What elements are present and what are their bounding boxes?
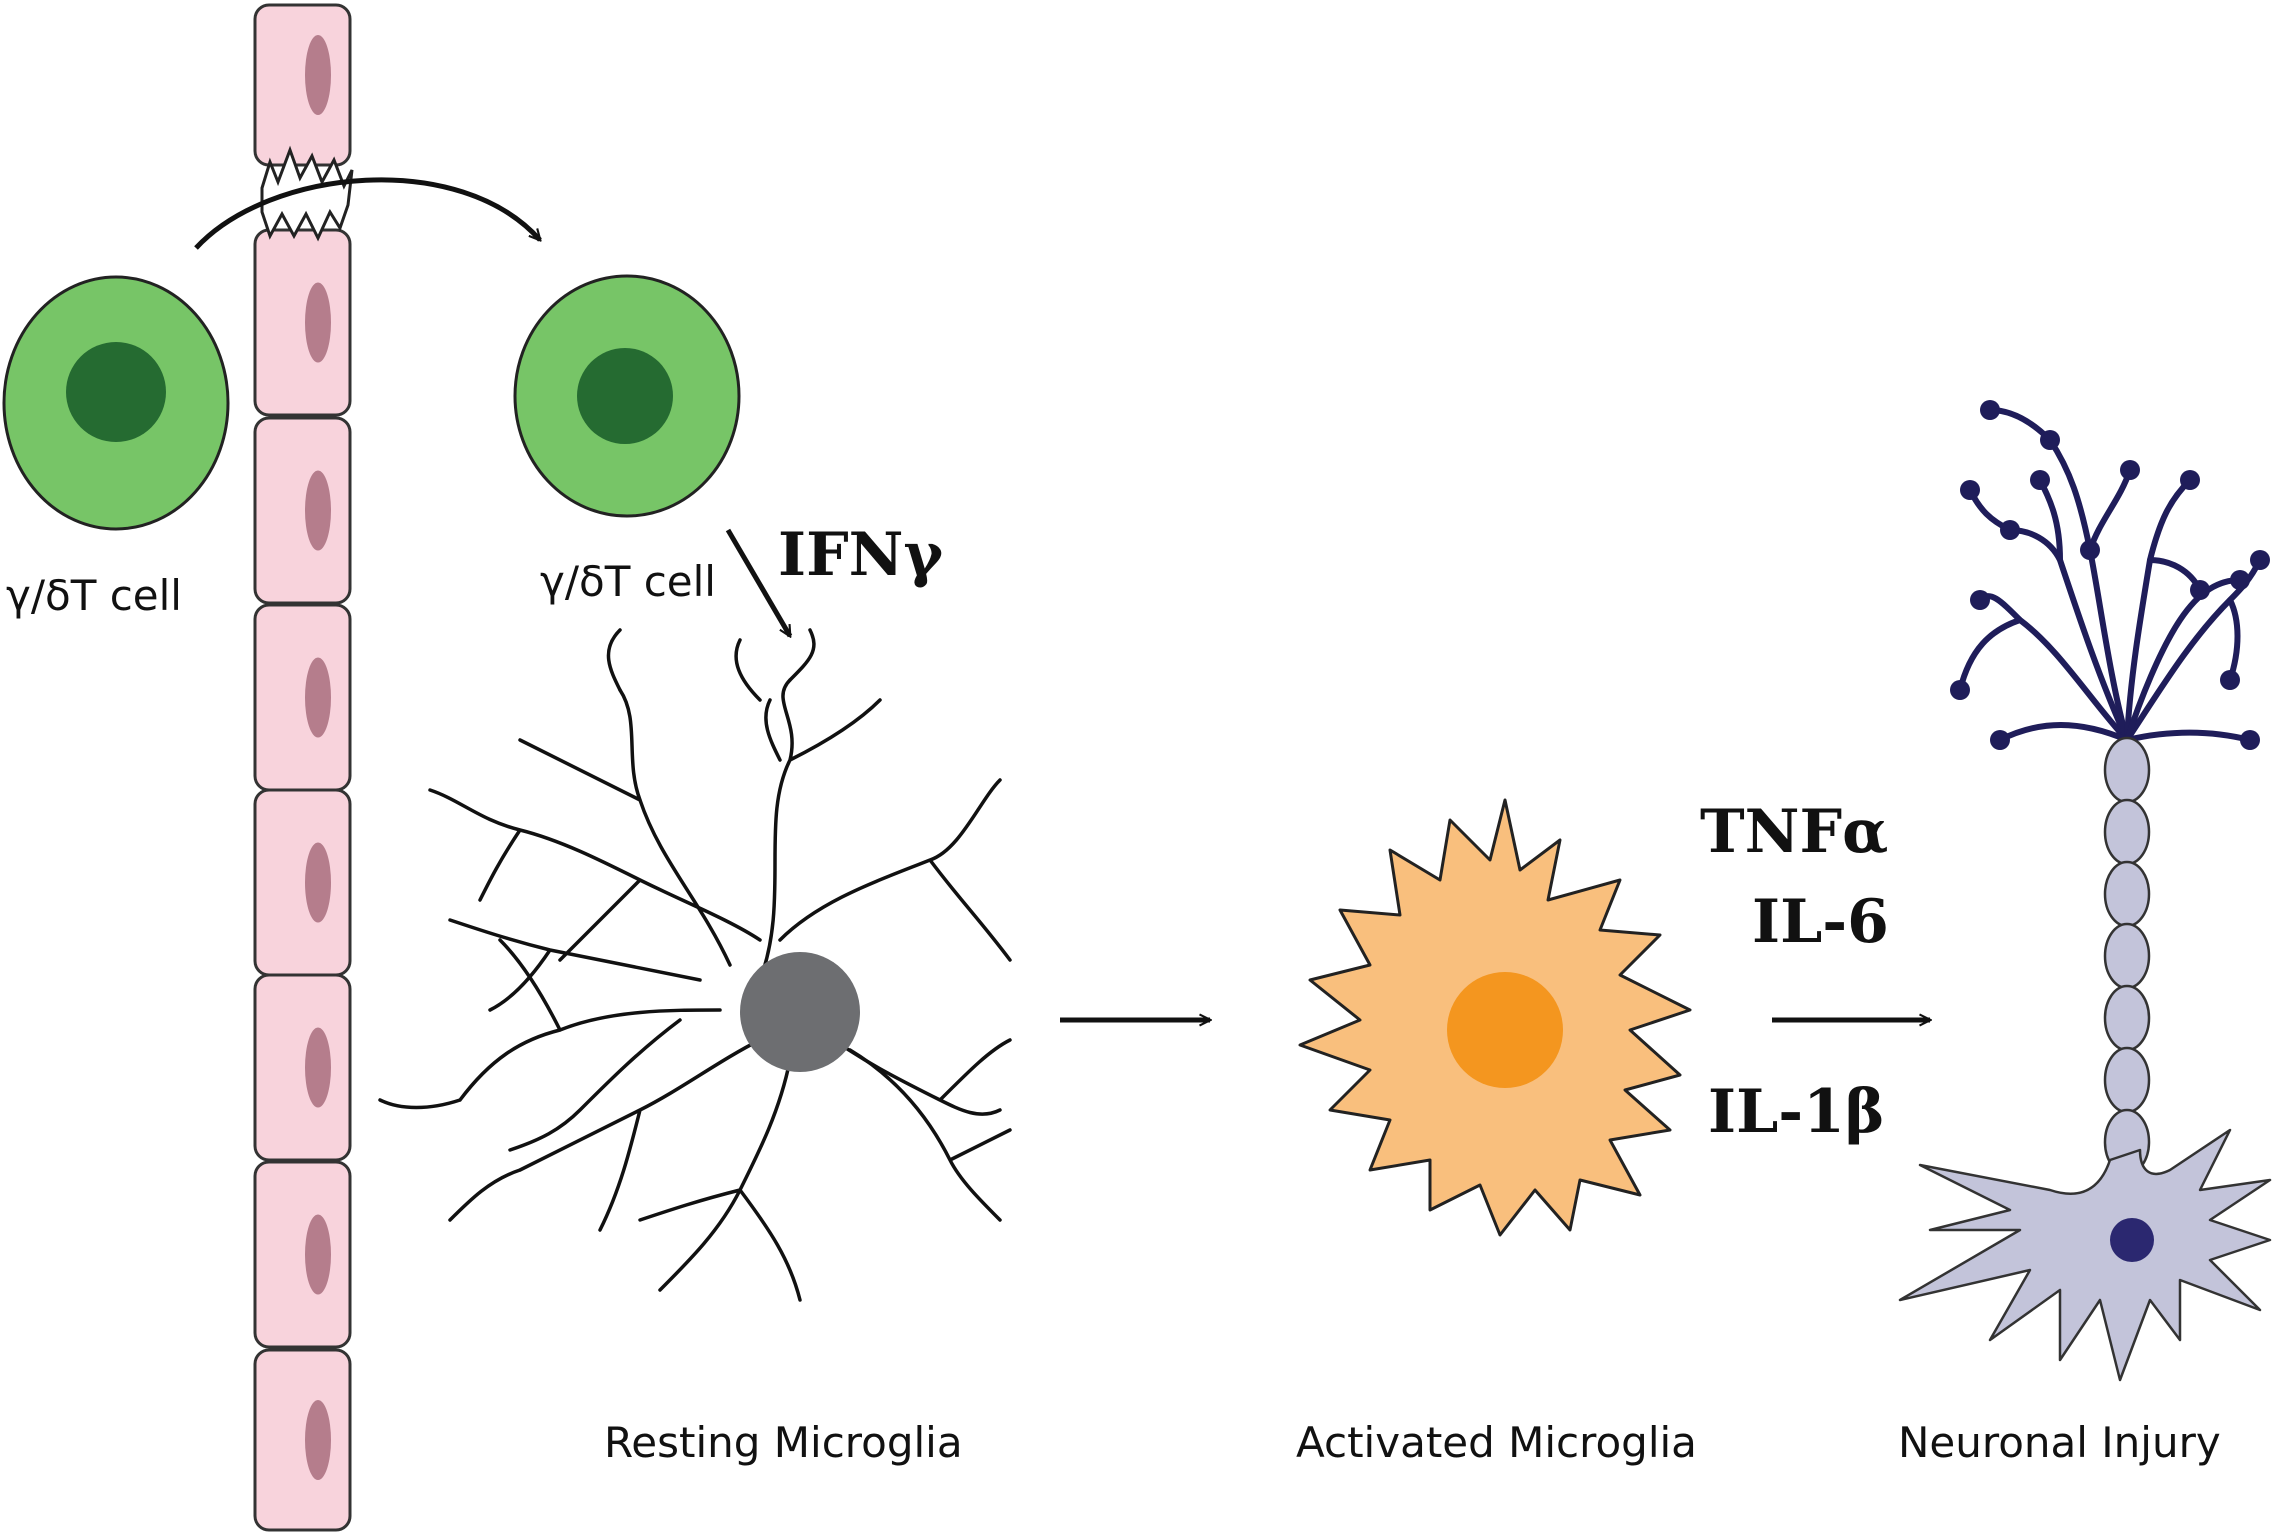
dendrite-terminal [2120,460,2140,480]
neuron-nucleus [2110,1218,2154,1262]
resting-microglia [378,628,1012,1302]
dendrite-branch [2124,729,2253,743]
endothelial-cell [253,788,352,977]
tcell-right [513,274,741,518]
axon-segment [2103,922,2151,990]
ifn-label: IFNγ [778,520,944,590]
neuronal-injury-label: Neuronal Injury [1898,1418,2221,1467]
tcell-left [2,275,230,531]
dendrite-branch [1977,593,2130,743]
activated-microglia-nucleus [1447,972,1563,1088]
tcell-right-label: γ/δT cell [540,557,716,606]
il1b-label: IL-1β [1708,1077,1885,1147]
endothelial-nucleus [305,470,331,551]
dendrite-terminal [1990,730,2010,750]
ifn-arrow [725,528,793,636]
resting-microglia-label: Resting Microglia [604,1418,963,1467]
dendrite-branch [2124,577,2243,743]
endothelial-cell [253,416,352,605]
dendrite-terminal [1980,400,2000,420]
axon-segment [2103,984,2151,1052]
dendrite-branch [2087,547,2130,743]
activated-microglia [1298,798,1692,1237]
endothelial-nucleus [305,282,331,363]
endothelial-cell [253,1348,352,1532]
transmigration-arrow [194,177,540,250]
dendrite-branch [2087,467,2133,553]
dendrite-branch [1997,722,2130,743]
blood-vessel-wall [253,3,352,1532]
vessel-breach [260,145,354,242]
dendrite-branch [1987,407,2053,443]
neuron-axon [2103,736,2151,1176]
dendrite-branch [2007,527,2130,743]
endothelial-nucleus [305,657,331,738]
dendrite-terminal [2180,470,2200,490]
activated-microglia-label: Activated Microglia [1296,1418,1697,1467]
neuron-dendrites [1950,400,2270,750]
neuron-soma [1898,1128,2272,1382]
dendrite-branch [1957,617,2023,693]
endothelial-nucleus [305,1214,331,1295]
dendrite-branch [2124,477,2193,743]
endothelial-nucleus [305,1027,331,1108]
neuron [1898,400,2272,1382]
axon-segment [2103,860,2151,928]
endothelial-nucleus [305,35,331,115]
axon-segment [2103,736,2151,804]
axon-segment [2103,798,2151,866]
endothelial-nucleus [305,1400,331,1480]
endothelial-nucleus [305,842,331,923]
dendrite-terminal [2030,470,2050,490]
endothelial-cell [253,603,352,792]
endothelial-cell [253,3,352,167]
dendrite-terminal [1970,590,1990,610]
dendrite-terminal [2240,730,2260,750]
endothelial-cell [253,228,352,417]
dendrite-terminal [2220,670,2240,690]
il6-label: IL-6 [1752,887,1889,957]
tcell-left-nucleus [66,342,166,442]
dendrite-branch [2227,597,2241,683]
endothelial-cell [253,1160,352,1349]
dendrite-terminal [2230,570,2250,590]
dendrite-branch [2047,437,2093,553]
dendrite-terminal [1950,680,1970,700]
axon-segment [2103,1046,2151,1114]
dendrite-terminal [2250,550,2270,570]
tcell-left-label: γ/δT cell [6,571,182,620]
tnf-label: TNFα [1700,797,1888,867]
dendrite-terminal [1960,480,1980,500]
resting-microglia-nucleus [740,952,860,1072]
tcell-right-nucleus [577,348,673,444]
endothelial-cell [253,973,352,1162]
